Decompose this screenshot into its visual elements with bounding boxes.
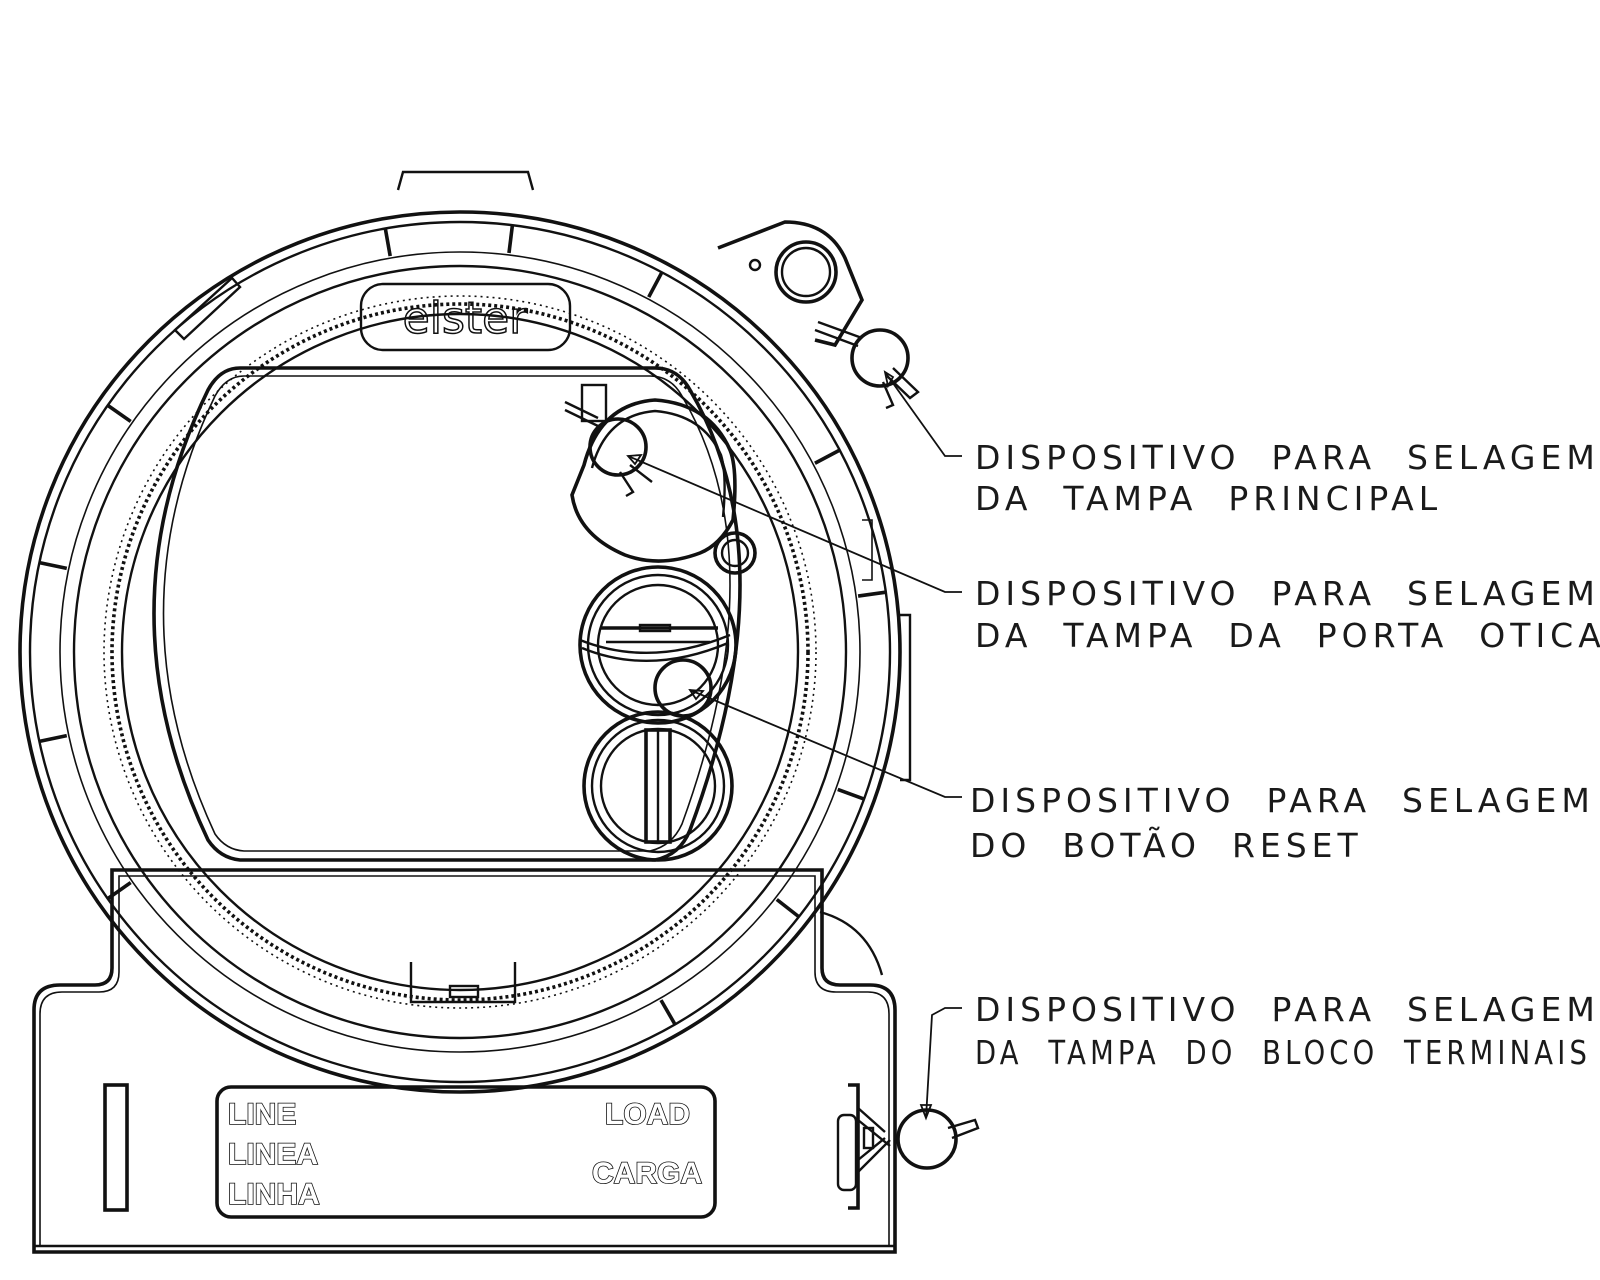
display-window: [152, 366, 742, 862]
main-cover-seal: [814, 320, 920, 410]
optical-port-seal: [588, 417, 653, 498]
callout-terminal-block: DISPOSITIVO PARA SELAGEM DA TAMPA DO BLO…: [975, 990, 1600, 1072]
ring-notch: [106, 403, 132, 423]
bottom-latch: [409, 962, 517, 1004]
ring-notch: [39, 733, 68, 744]
ring-notch: [383, 228, 392, 257]
plate-label-carga: CARGA: [592, 1157, 702, 1190]
brand-badge: elster: [359, 282, 572, 352]
ring-notch: [837, 787, 865, 801]
ring-notch: [659, 999, 677, 1026]
ring-window: [173, 276, 242, 341]
terminal-plate: LINE LINEA LINHA LOAD CARGA: [215, 1085, 717, 1219]
callout-main-cover: DISPOSITIVO PARA SELAGEM DA TAMPA PRINCI…: [975, 438, 1600, 518]
lower-button: [582, 710, 734, 862]
callout-main-cover-line2: DA TAMPA PRINCIPAL: [975, 479, 1442, 518]
ring-notch: [814, 448, 841, 465]
ring-notches: [39, 224, 887, 1026]
callout-optical-port: DISPOSITIVO PARA SELAGEM DA TAMPA DA POR…: [975, 574, 1600, 655]
optical-port-cover: [564, 383, 757, 575]
meter-outer-ring: [18, 170, 902, 1094]
callout-main-cover-line1: DISPOSITIVO PARA SELAGEM: [975, 438, 1600, 477]
brand-logo: elster: [403, 293, 529, 344]
terminal-cover-seal-lug: [819, 910, 891, 1210]
leader-lines: [626, 370, 962, 1121]
terminal-cover-seal: [896, 1108, 980, 1170]
plate-label-line: LINE: [228, 1098, 296, 1131]
meter-base: [32, 868, 897, 1254]
callout-reset: DISPOSITIVO PARA SELAGEM DO BOTÃO RESET: [970, 781, 1595, 865]
plate-label-linha: LINHA: [228, 1178, 320, 1211]
base-slot: [103, 1083, 129, 1212]
ring-notch: [106, 881, 132, 901]
callout-optical-port-line2: DA TAMPA DA PORTA OTICA: [975, 616, 1600, 655]
ring-notch: [775, 898, 800, 919]
main-cover-seal-lug: [717, 220, 865, 348]
callout-reset-line2: DO BOTÃO RESET: [970, 826, 1363, 865]
ring-notch: [507, 224, 515, 254]
callout-optical-port-line1: DISPOSITIVO PARA SELAGEM: [975, 574, 1600, 613]
ring-notch: [39, 560, 68, 571]
plate-label-load: LOAD: [605, 1098, 690, 1131]
ring-notch: [857, 590, 887, 598]
reset-button: [578, 565, 738, 725]
callout-terminal-block-line1: DISPOSITIVO PARA SELAGEM: [975, 990, 1600, 1029]
callout-reset-line1: DISPOSITIVO PARA SELAGEM: [970, 781, 1595, 820]
ring-notch: [647, 271, 664, 298]
plate-label-linea: LINEA: [228, 1138, 318, 1171]
callout-terminal-block-line2: DA TAMPA DO BLOCO TERMINAIS: [975, 1033, 1591, 1072]
